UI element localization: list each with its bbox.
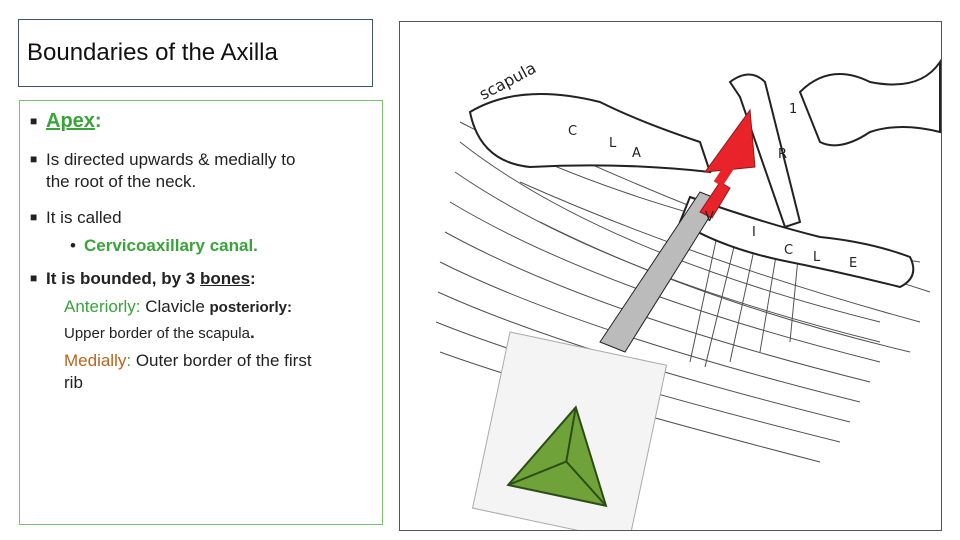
clavicle-letter-v: V <box>705 210 714 225</box>
sub-bullet-canal: • Cervicoaxillary canal. <box>70 235 258 256</box>
canal-name: Cervicoaxillary canal. <box>84 236 258 255</box>
square-bullet-icon: ■ <box>30 114 38 128</box>
inset-card <box>471 331 668 530</box>
bullet-direction-line2: the root of the neck. <box>46 171 196 192</box>
scapula-shape <box>468 93 712 174</box>
anterior-value: Clavicle <box>140 297 210 316</box>
medial-label: Medially <box>64 351 127 370</box>
bullet-called: ■ It is called <box>30 207 122 228</box>
medial-row: Medially: Outer border of the first <box>64 350 312 371</box>
clavicle-letter-l1: L <box>609 136 617 151</box>
bullet-bounded: ■ It is bounded, by 3 bones: <box>30 268 256 289</box>
posterior-row: Upper border of the scapula. <box>64 322 255 344</box>
dot-bullet-icon: • <box>70 236 76 255</box>
muscle-fibers <box>435 111 931 463</box>
apex-arrow <box>699 108 756 219</box>
medial-value-2: rib <box>64 373 83 392</box>
posterior-end: . <box>249 323 255 342</box>
bullet-direction-line1: ■ Is directed upwards & medially to <box>30 149 295 170</box>
square-bullet-icon: ■ <box>30 152 38 166</box>
content-box: ■ Apex: ■ Is directed upwards & medially t… <box>19 100 383 525</box>
apex-colon: : <box>94 110 102 132</box>
clavicle-letter-c2: C <box>784 243 794 258</box>
clavicle-letter-c1: C <box>568 124 578 139</box>
clavicle-letter-l2: L <box>813 250 821 265</box>
slide-title: Boundaries of the Axilla <box>27 39 278 66</box>
clavicle-letter-i: I <box>752 225 756 240</box>
bones-text: bones <box>199 269 251 288</box>
anterior-label: Anteriorly: <box>64 297 141 316</box>
anterior-row: Anteriorly: Clavicle posteriorly: <box>64 296 292 318</box>
bullet-direction-text2: the root of the neck. <box>46 172 197 191</box>
pyramid-icon <box>506 405 608 508</box>
square-bullet-icon: ■ <box>30 210 38 224</box>
title-box: Boundaries of the Axilla <box>18 19 373 87</box>
rib-number: 1 <box>789 102 798 117</box>
bounded-colon: : <box>250 269 256 288</box>
medial-value: Outer border of the first <box>131 351 312 370</box>
rib-letter-r: R <box>778 147 788 162</box>
posterior-label: posteriorly: <box>209 299 293 316</box>
clavicle-letter-a: A <box>632 146 641 161</box>
apex-heading: Apex <box>46 110 95 132</box>
medial-row-2: rib <box>64 372 83 393</box>
axilla-diagram: scapula C L A 1 R V I C L E <box>399 21 942 531</box>
medial-colon: : <box>126 351 132 370</box>
clavicle-letter-e: E <box>849 256 858 271</box>
posterior-value: Upper border of the scapula <box>64 325 250 342</box>
axilla-illustration <box>435 58 941 530</box>
apex-heading-row: ■ Apex: <box>30 111 102 132</box>
square-bullet-icon: ■ <box>30 271 38 285</box>
shoulder-bone-shape <box>798 58 941 147</box>
canal-band <box>599 191 721 353</box>
clavicle-shape <box>678 195 915 289</box>
bullet-called-text: It is called <box>46 208 122 227</box>
bounded-text: It is bounded, by 3 <box>46 269 200 288</box>
bullet-direction-text1: Is directed upwards & medially to <box>46 150 296 169</box>
